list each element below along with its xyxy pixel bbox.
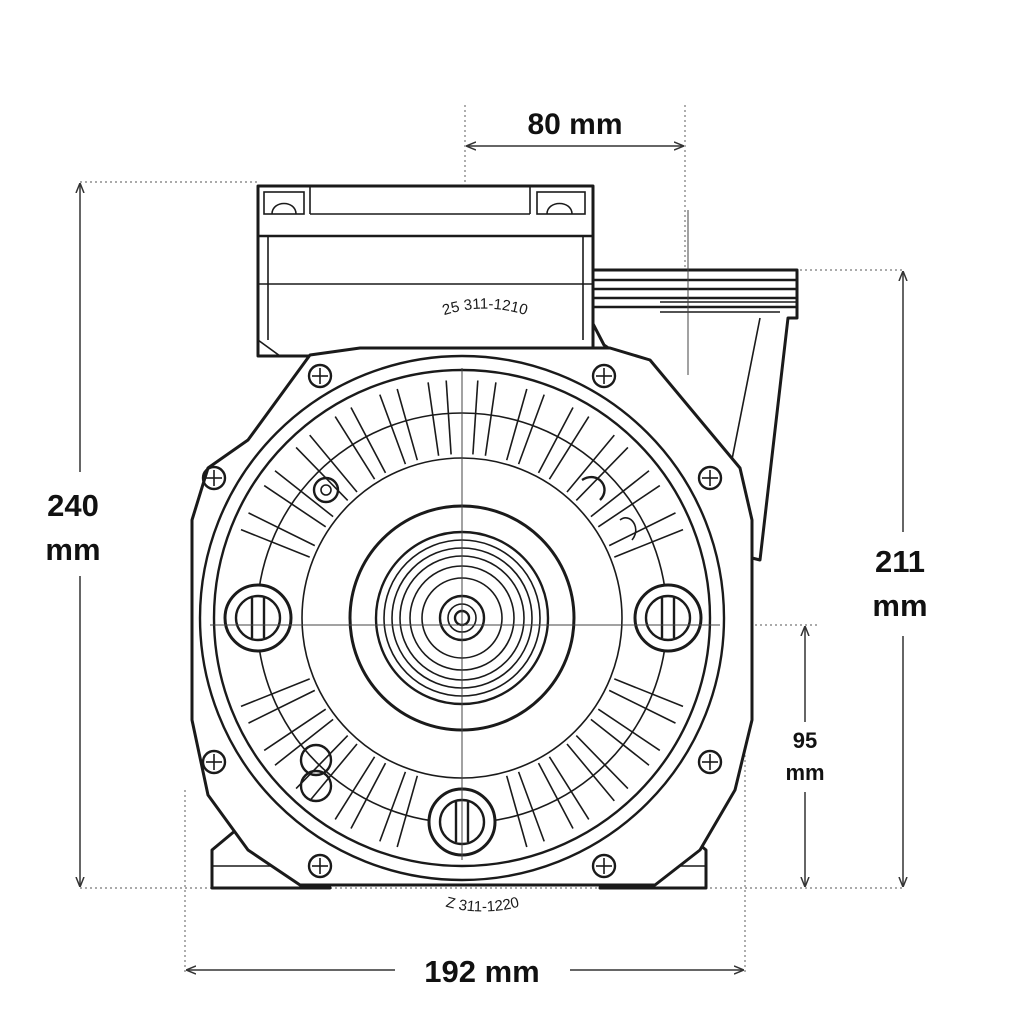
bolt-bottom-right [591, 853, 617, 879]
rib-line [566, 434, 615, 493]
bolt-mid-right [697, 465, 723, 491]
rib-line [274, 470, 334, 518]
rib-line [248, 512, 316, 547]
rib-line [517, 771, 545, 842]
dim-label-inner-value: 95 [793, 728, 817, 753]
rib-line [396, 388, 419, 461]
dim-label-right-unit: mm [872, 588, 927, 623]
rib-line [379, 394, 407, 465]
bolt-top-left [307, 363, 333, 389]
bolt-low-right [697, 749, 723, 775]
bolt-bottom-left [307, 853, 333, 879]
screw-bosses [223, 583, 703, 857]
rib-line [537, 407, 574, 474]
rib-line [590, 718, 650, 766]
rib-line [597, 484, 661, 528]
rib-line [240, 528, 310, 558]
rib-line [427, 382, 440, 456]
dim-label-inner-unit: mm [785, 760, 824, 785]
rib-line [295, 735, 349, 790]
rib-line [445, 380, 452, 455]
rib-line [597, 708, 661, 752]
bolt-low-left [201, 749, 227, 775]
rib-line [517, 394, 545, 465]
cooling-ribs [240, 380, 684, 848]
rib-line [248, 689, 316, 724]
stamp-bottom: Z 311-1220 [444, 894, 521, 916]
rib-line [334, 416, 376, 480]
rib-line [379, 771, 407, 842]
dim-label-bottom: 192 mm [424, 954, 539, 989]
bolt-mid-left [201, 465, 227, 491]
rib-line [263, 484, 327, 528]
rib-line [614, 678, 684, 708]
rib-line [537, 762, 574, 829]
boss-right [633, 583, 703, 653]
rib-line [309, 434, 358, 493]
casting-marks [299, 476, 637, 803]
rib-line [566, 743, 615, 802]
rib-line [309, 743, 358, 802]
center-lines [210, 368, 720, 860]
rib-line [590, 470, 650, 518]
rib-line [240, 678, 310, 708]
dim-label-right-value: 211 [875, 544, 925, 579]
rib-line [274, 718, 334, 766]
rib-line [614, 528, 684, 558]
rib-line [548, 416, 590, 480]
terminal-box [256, 184, 595, 358]
rib-line [548, 756, 590, 820]
rib-line [608, 512, 676, 547]
dim-label-left-value: 240 [47, 488, 99, 523]
rib-line [608, 689, 676, 724]
dim-label-left-unit: mm [45, 532, 100, 567]
rib-line [484, 382, 497, 456]
dim-label-top: 80 mm [527, 108, 622, 141]
rib-line [396, 775, 419, 848]
rib-line [334, 756, 376, 820]
boss-left [223, 583, 293, 653]
rib-line [350, 762, 387, 829]
rib-line [575, 446, 629, 501]
rib-line [350, 407, 387, 474]
rib-line [472, 380, 479, 455]
rib-line [575, 735, 629, 790]
flange-bolts [201, 363, 723, 879]
rib-line [505, 388, 528, 461]
rib-line [505, 775, 528, 848]
bolt-top-right [591, 363, 617, 389]
stamp-top: 25 311-1210 [440, 296, 529, 319]
rib-line [263, 708, 327, 752]
